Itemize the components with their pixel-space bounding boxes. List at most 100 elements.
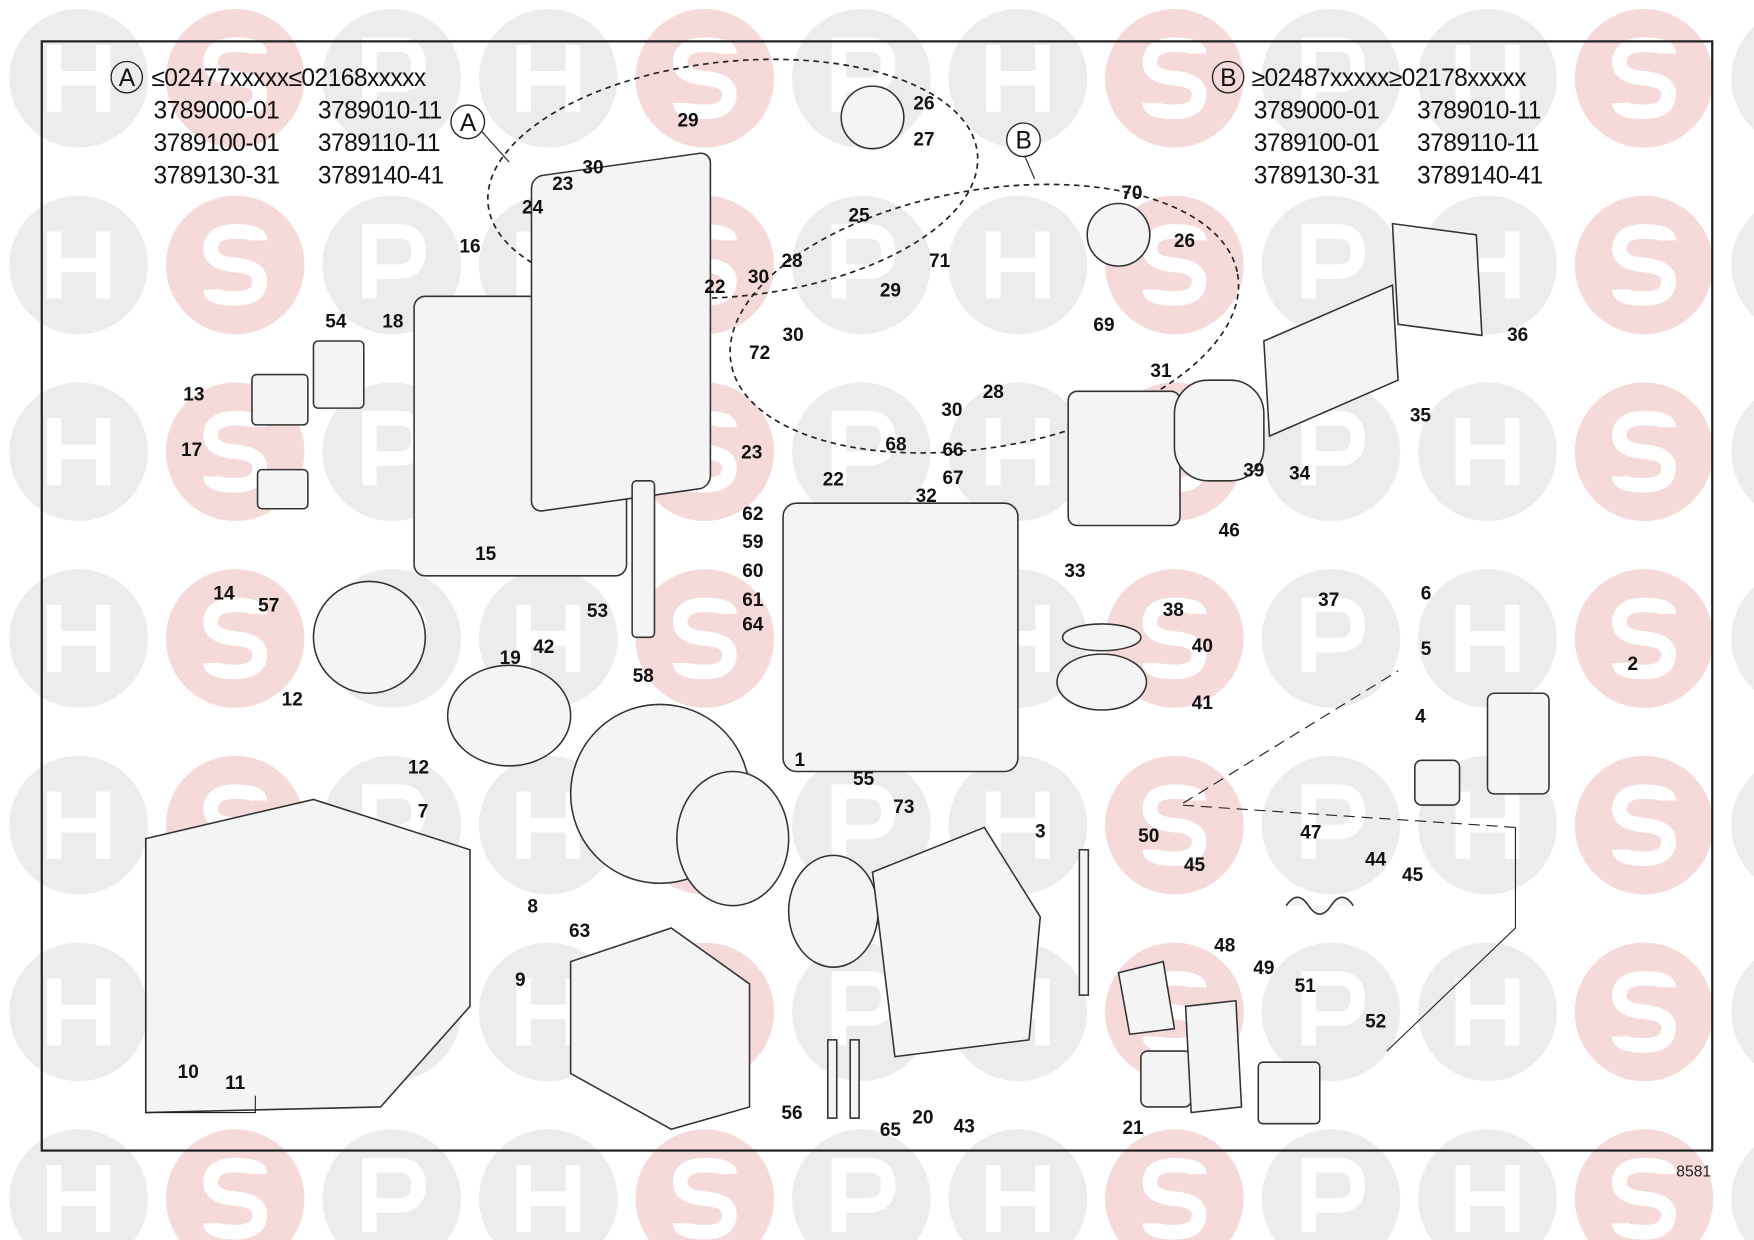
watermark-letter-glyph — [1142, 224, 1207, 306]
part-number-label: 45 — [1184, 855, 1206, 876]
watermark-letter-glyph — [1612, 971, 1676, 1053]
watermark-letter-glyph — [1301, 597, 1366, 672]
watermark-letter-glyph — [831, 224, 896, 299]
watermark-circle — [1731, 587, 1754, 690]
part-number-label: 22 — [704, 277, 725, 298]
watermark-letter-glyph — [46, 1165, 111, 1233]
part-number-label: 30 — [783, 325, 804, 346]
part-number-label: 26 — [913, 94, 934, 115]
part-number-label: 30 — [748, 267, 769, 288]
watermark-circle — [1731, 773, 1754, 877]
watermark-letter-glyph — [1301, 784, 1366, 859]
variant-b-model: 3789000-01 — [1254, 98, 1380, 125]
part-number-label: 49 — [1253, 958, 1274, 979]
part-number-label: 13 — [183, 384, 204, 405]
watermark-circle — [948, 1129, 1088, 1240]
watermark-letter-glyph — [46, 604, 111, 672]
part-number-label: 21 — [1122, 1118, 1144, 1139]
part-number-label: 2 — [1628, 654, 1639, 675]
part-number-label: 22 — [823, 469, 844, 490]
part-number-label: 20 — [912, 1108, 933, 1129]
part-number-label: 29 — [677, 110, 698, 131]
watermark-letter-glyph — [672, 597, 737, 680]
watermark-letter-glyph — [516, 44, 581, 112]
part-number-label: 59 — [742, 532, 763, 553]
watermark-circle — [635, 1129, 775, 1240]
parts — [144, 85, 1550, 1131]
drawing-number: 8581 — [1676, 1163, 1711, 1180]
part-number-label: 8 — [527, 896, 538, 917]
part-number-label: 36 — [1507, 325, 1528, 346]
part-number-label: 51 — [1295, 976, 1317, 997]
part-number-label: 57 — [258, 596, 279, 617]
variant-a-header: A ≤02477xxxxx≤02168xxxxx 3789000-01 3789… — [110, 60, 444, 189]
watermark-letter-glyph — [1612, 1157, 1676, 1240]
part-number-label: 68 — [885, 435, 906, 456]
part-number-label: 48 — [1214, 936, 1235, 957]
watermark-letter-glyph — [1612, 224, 1676, 306]
part-number-label: 26 — [1174, 231, 1195, 252]
watermark-letter-glyph — [986, 44, 1050, 112]
part-number-label: 47 — [1300, 823, 1321, 844]
part-number-label: 39 — [1243, 460, 1264, 481]
part-number-label: 12 — [408, 758, 429, 779]
part-number-label: 46 — [1219, 521, 1240, 542]
variant-b-model: 3789100-01 — [1254, 130, 1380, 157]
leader-lines — [145, 130, 1517, 1114]
part-number-label: 4 — [1415, 706, 1426, 727]
watermark-letter-glyph — [831, 37, 896, 112]
variant-b-model: 3789140-41 — [1417, 162, 1543, 189]
part-number-label: 15 — [475, 544, 497, 565]
part-number-label: 53 — [587, 601, 608, 622]
part-number-label: 24 — [522, 198, 544, 219]
watermark-letter-glyph — [672, 1157, 737, 1240]
part-number-label: 3 — [1035, 821, 1046, 842]
watermark-letter-glyph — [46, 791, 111, 859]
part-number-label: 43 — [954, 1117, 975, 1138]
watermark-circle — [9, 1129, 148, 1240]
part-number-label: 33 — [1064, 561, 1085, 582]
part-number-label: 52 — [1365, 1012, 1386, 1033]
part-number-label: 10 — [178, 1062, 199, 1083]
part-number-label: 30 — [582, 157, 603, 178]
watermark-letter-glyph — [1142, 971, 1207, 1053]
part-number-label: 7 — [418, 801, 429, 822]
watermark-circle — [165, 1129, 305, 1240]
part-number-label: 73 — [893, 797, 914, 818]
watermark-letter-glyph — [831, 410, 896, 486]
variant-b-marker: B — [1220, 65, 1236, 92]
variant-b-header: B ≥02487xxxxx≥02178xxxxx 3789000-01 3789… — [1211, 60, 1543, 189]
variant-a-serial-range: ≤02477xxxxx≤02168xxxxx — [151, 65, 427, 92]
part-number-label: 18 — [382, 312, 403, 333]
watermark-letter-glyph — [362, 37, 426, 112]
watermark-letter-glyph — [203, 37, 268, 120]
part-number-label: 56 — [781, 1103, 802, 1124]
variant-a-model: 3789140-41 — [318, 162, 444, 189]
part-number-label: 23 — [552, 174, 573, 195]
part-number-label: 60 — [742, 561, 763, 582]
variant-b-model: 3789130-31 — [1254, 162, 1380, 189]
variant-b-serial-range: ≥02487xxxxx≥02178xxxxx — [1252, 65, 1528, 92]
watermark-circle — [1731, 400, 1754, 504]
variant-a-model: 3789110-11 — [318, 130, 440, 157]
watermark-letter-glyph — [1455, 604, 1520, 672]
part-number-label: 54 — [325, 312, 347, 333]
part-number-label: 63 — [569, 921, 590, 942]
part-number-label: 34 — [1289, 464, 1311, 485]
part-number-label: 42 — [533, 637, 554, 658]
watermark-letter-glyph — [1142, 597, 1207, 680]
variant-a-model: 3789000-01 — [154, 98, 280, 125]
watermark-letter-glyph — [1612, 597, 1676, 680]
watermark-letter-glyph — [203, 1157, 268, 1240]
watermark-letter-glyph — [1455, 1165, 1520, 1233]
part-number-label: 19 — [500, 648, 521, 669]
part-number-label: 32 — [916, 486, 937, 507]
variant-b-region — [729, 183, 1240, 454]
part-number-label: 55 — [853, 769, 875, 790]
part-number-label: 62 — [742, 504, 763, 525]
part-number-label: 70 — [1121, 183, 1142, 204]
watermark-letter-glyph — [1612, 784, 1676, 866]
watermark-letter-glyph — [986, 418, 1050, 486]
